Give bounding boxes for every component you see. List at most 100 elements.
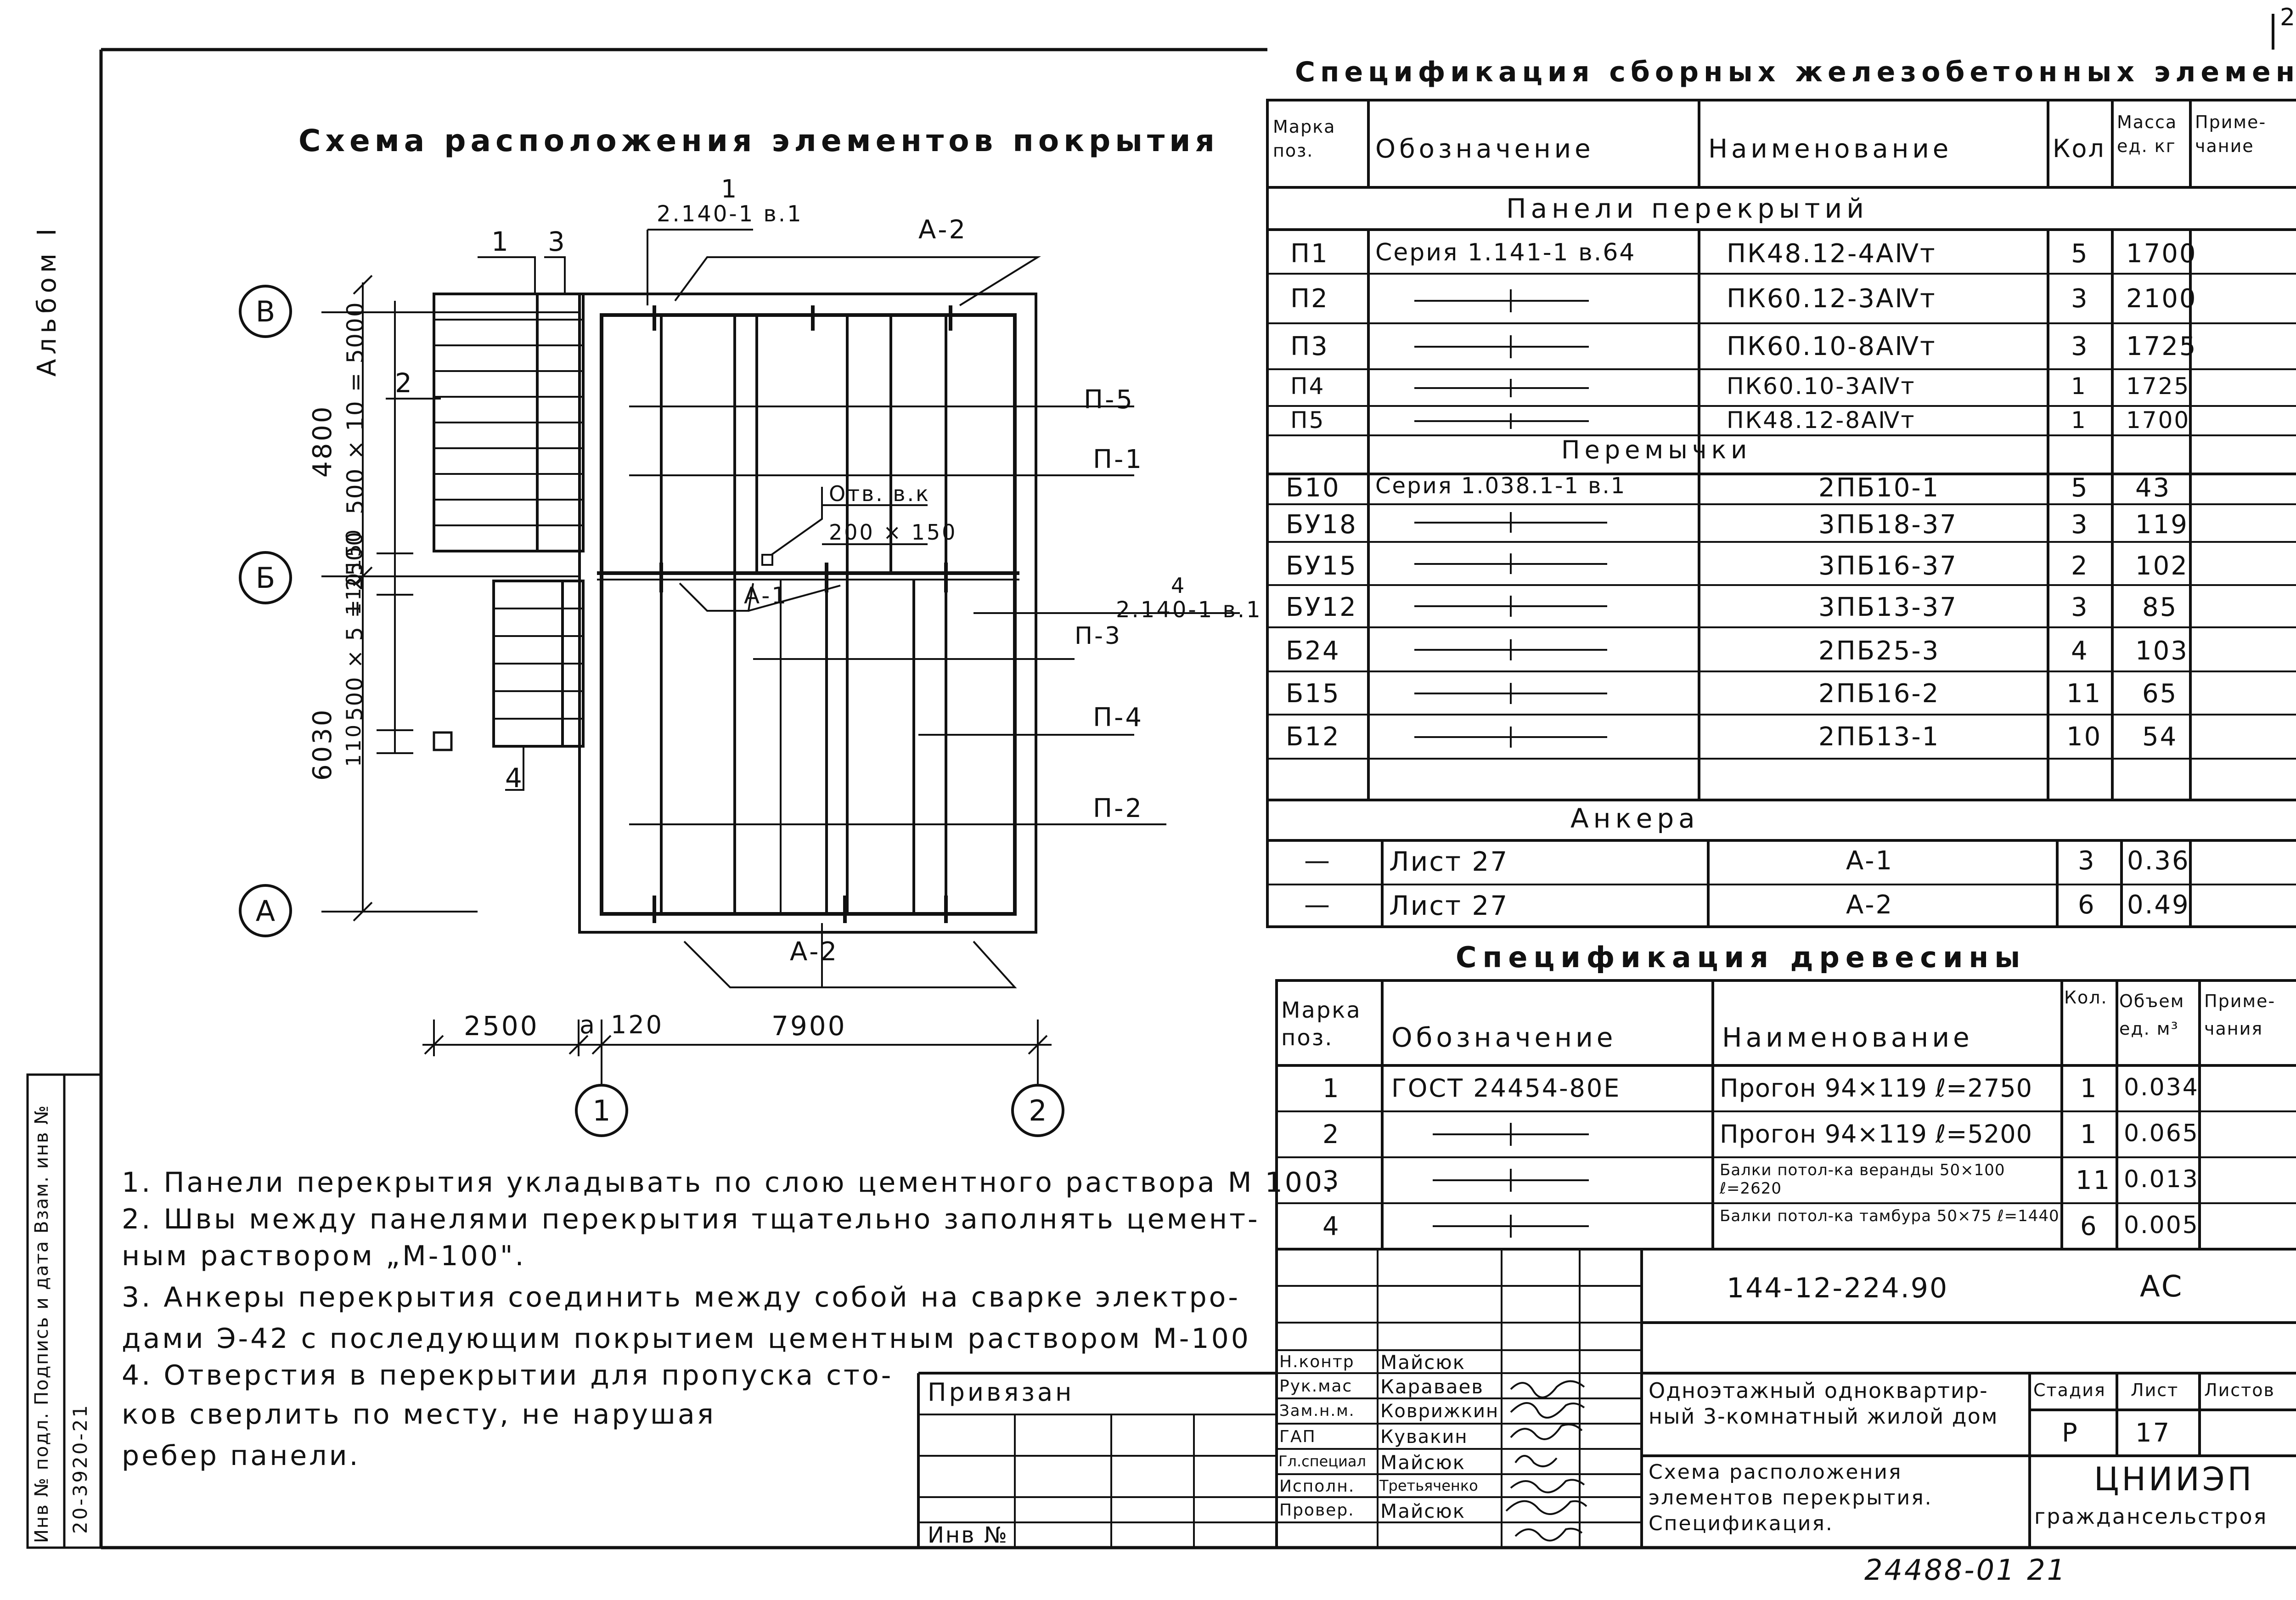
lintel-row-mark: Б24 (1286, 636, 1340, 666)
spec1-header-mass: Масса ед. кг (2117, 112, 2178, 156)
anchor-row-mark: — (1304, 890, 1331, 920)
lintel-row-name: 3ПБ13-37 (1818, 592, 1958, 622)
dim-6030: 6030 (308, 708, 338, 781)
panel-p3-label: П-3 (1075, 622, 1122, 650)
a1-label: А-1 (744, 582, 788, 609)
lintel-row-qty: 5 (2071, 473, 2089, 503)
panel-p5-label: П-5 (1084, 385, 1134, 415)
top-ref: 2.140-1 в.1 (657, 201, 803, 227)
spec1-section-panels: Панели перекрытий (1506, 193, 1868, 224)
role-name: Майсюк (1380, 1351, 1466, 1374)
lintel-row-mass: 65 (2142, 679, 2178, 709)
axis-v-marker: В (239, 285, 292, 338)
panel-row-qty: 3 (2071, 332, 2089, 361)
dim-150: 150 (342, 528, 366, 572)
bound-label: Привязан (928, 1378, 1075, 1407)
dim-110-b: 110 (342, 723, 366, 767)
dim-110-a: 110 (342, 571, 366, 615)
lintel-row-qty: 3 (2071, 510, 2089, 540)
axis-1-marker: 1 (575, 1084, 628, 1137)
document-code: 144-12-224.90 (1727, 1272, 1949, 1304)
anchor-row-qty: 3 (2078, 846, 2096, 876)
plan-scheme (321, 229, 1240, 1084)
side-stamp-number: 20-3920-21 (69, 1403, 91, 1534)
spec2-title: Спецификация древесины (1456, 941, 2026, 974)
callout-2: 2 (395, 367, 414, 399)
note-line-7: ков сверлить по месту, не нарушая (122, 1398, 716, 1431)
panel-row-qty: 3 (2071, 284, 2089, 314)
note-line-1: 1. Панели перекрытия укладывать по слою … (122, 1166, 1336, 1199)
anchor-row-mass: 0.36 (2127, 846, 2190, 876)
lintel-row-ref: Серия 1.038.1-1 в.1 (1375, 473, 1626, 499)
note-line-8: ребер панели. (122, 1440, 360, 1472)
organization-subtitle: граждансельстроя (2034, 1504, 2268, 1529)
lintel-row-qty: 11 (2066, 679, 2102, 709)
a2-bottom-label: А-2 (790, 937, 839, 967)
inventory-label: Инв № (928, 1522, 1008, 1548)
hole-label-line2: 200 × 150 (829, 520, 957, 545)
wood-row-vol: 0.013 (2124, 1166, 2199, 1193)
panel-row-name: ПК60.10-3АⅣт (1727, 373, 1916, 400)
dim-7900: 7900 (771, 1010, 847, 1042)
lintel-row-mark: БУ18 (1286, 510, 1357, 540)
role-name: Караваев (1380, 1375, 1484, 1398)
title-block-grid (917, 1248, 2296, 1548)
lintel-row-mass: 85 (2142, 592, 2178, 622)
lintel-row-mark: Б10 (1286, 473, 1340, 503)
lintel-row-mark: БУ15 (1286, 551, 1357, 581)
wood-row-vol: 0.065 (2124, 1120, 2199, 1147)
axis-a-marker: А (239, 884, 292, 937)
lintel-row-name: 2ПБ13-1 (1818, 722, 1940, 752)
spec1-header-name: Наименование (1708, 134, 1953, 164)
spec1-header-ref: Обозначение (1375, 134, 1594, 164)
lintel-row-mass: 102 (2135, 551, 2189, 581)
spec1-header-qty: Кол (2053, 134, 2105, 163)
lintel-row-mass: 103 (2135, 636, 2189, 666)
wood-row-name: Балки потол-ка веранды 50×100 ℓ=2620 (1720, 1161, 2005, 1198)
panel-row-name: ПК60.12-3АⅣт (1727, 284, 1936, 314)
hole-label-line1: Отв. в.к (829, 481, 930, 506)
panel-row-mark: П5 (1290, 407, 1325, 434)
scheme-title: Схема расположения элементов покрытия (298, 123, 1219, 158)
lintel-row-name: 3ПБ18-37 (1818, 510, 1958, 540)
lintel-row-name: 3ПБ16-37 (1818, 551, 1958, 581)
panel-row-mark: П3 (1290, 332, 1329, 361)
axis-b-marker: Б (239, 551, 292, 604)
anchor-row-name: А-2 (1846, 890, 1894, 920)
panel-row-mass: 1725 (2126, 373, 2190, 400)
sheet-title: Схема расположения элементов перекрытия.… (1649, 1460, 1933, 1535)
role-name: Майсюк (1380, 1500, 1466, 1522)
spec1-header-note: Приме-чание (2195, 112, 2267, 156)
panel-row-qty: 1 (2071, 373, 2087, 400)
dim-2500: 2500 (464, 1010, 539, 1042)
dim-4800: 4800 (308, 405, 338, 478)
lintel-row-mark: БУ12 (1286, 592, 1357, 622)
a2-top-label: А-2 (918, 215, 968, 245)
panel-row-mass: 1725 (2126, 332, 2197, 361)
wood-row-mark: 3 (1322, 1166, 1340, 1195)
role-name: Коврижкин (1380, 1401, 1499, 1422)
organization-name: ЦНИИЭП (2094, 1460, 2255, 1498)
note-line-3: ным раствором „М-100". (122, 1240, 526, 1272)
note-line-2: 2. Швы между панелями перекрытия тщатель… (122, 1203, 1260, 1235)
lintel-row-name: 2ПБ10-1 (1818, 473, 1940, 503)
note-line-4: 3. Анкеры перекрытия соединить между соб… (122, 1281, 1241, 1313)
signature-marks (1505, 1380, 1587, 1542)
spec1-title: Спецификация сборных железобетонных элем… (1295, 56, 2296, 88)
anchor-row-name: А-1 (1846, 846, 1894, 876)
album-label: Альбом I (32, 224, 62, 377)
anchor-row-mark: — (1304, 846, 1331, 876)
panel-p4-label: П-4 (1093, 703, 1143, 732)
stage-label: Стадия (2033, 1380, 2106, 1400)
role-name: Третьяченко (1379, 1477, 1478, 1494)
bottom-archive-code: 24488-01 21 (1864, 1553, 2067, 1587)
lintel-row-mark: Б12 (1286, 722, 1340, 752)
spec2-header-ref: Обозначение (1391, 1022, 1617, 1053)
wood-row-mark: 4 (1322, 1211, 1340, 1241)
anchor-row-ref: Лист 27 (1389, 846, 1509, 877)
role-name: Майсюк (1380, 1451, 1466, 1474)
side-ref-number: 4 (1171, 573, 1187, 598)
wood-row-ref: ГОСТ 24454-80Е (1391, 1074, 1621, 1103)
sheet-value: 17 (2135, 1418, 2171, 1448)
